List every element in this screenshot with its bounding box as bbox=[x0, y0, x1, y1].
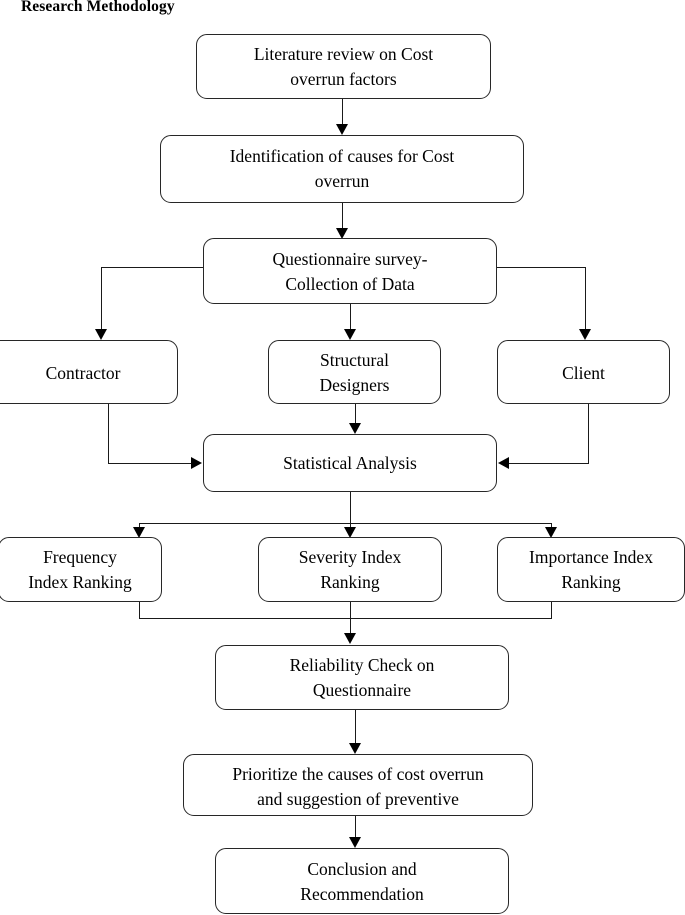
edge-client-to-analysis-arrowhead bbox=[498, 457, 509, 469]
edge-analysis-to-frequency-vertical bbox=[139, 523, 140, 530]
edge-contractor-to-analysis-vertical bbox=[108, 404, 109, 463]
node-identification-label: Identification of causes for Cost overru… bbox=[229, 146, 455, 191]
edge-questionnaire-to-contractor-arrowhead bbox=[95, 329, 107, 340]
node-reliability-check[interactable]: Reliability Check on Questionnaire bbox=[215, 645, 509, 710]
edge-analysis-to-severity-arrowhead bbox=[344, 527, 356, 538]
node-statistical-analysis-label: Statistical Analysis bbox=[283, 453, 417, 473]
node-contractor[interactable]: Contractor bbox=[0, 340, 178, 404]
node-identification[interactable]: Identification of causes for Cost overru… bbox=[160, 135, 524, 203]
edge-analysis-to-severity-vertical bbox=[350, 523, 351, 530]
edge-questionnaire-to-client-vertical bbox=[585, 267, 586, 331]
edge-questionnaire-to-designers-vertical bbox=[350, 304, 351, 332]
edge-rankings-to-reliability-arrowhead bbox=[344, 633, 356, 644]
edge-analysis-to-importance-arrowhead bbox=[545, 527, 557, 538]
edge-analysis-to-rankings-bus bbox=[139, 523, 552, 524]
edge-reliability-to-prioritize-arrowhead bbox=[349, 743, 361, 754]
node-conclusion[interactable]: Conclusion and Recommendation bbox=[215, 848, 509, 914]
node-severity-index[interactable]: Severity Index Ranking bbox=[258, 537, 442, 602]
edge-literature-to-identification-arrowhead bbox=[336, 124, 348, 135]
edge-identification-to-questionnaire-arrowhead bbox=[336, 228, 348, 239]
node-frequency-index[interactable]: Frequency Index Ranking bbox=[0, 537, 162, 602]
edge-contractor-to-analysis-arrowhead bbox=[191, 457, 202, 469]
edge-frequency-to-reliability-vertical bbox=[139, 602, 140, 619]
edge-client-to-analysis-horizontal bbox=[509, 463, 589, 464]
edge-prioritize-to-conclusion-arrowhead bbox=[349, 837, 361, 848]
edge-rankings-merge-bus bbox=[139, 618, 552, 619]
edge-prioritize-to-conclusion bbox=[355, 816, 356, 840]
edge-importance-to-reliability-vertical bbox=[551, 602, 552, 619]
node-statistical-analysis[interactable]: Statistical Analysis bbox=[203, 434, 497, 492]
node-importance-index[interactable]: Importance Index Ranking bbox=[497, 537, 685, 602]
edge-analysis-to-importance-vertical bbox=[551, 523, 552, 530]
page-title: Research Methodology bbox=[21, 0, 175, 15]
edge-designers-to-analysis-arrowhead bbox=[349, 423, 361, 434]
node-literature-review-label: Literature review on Cost overrun factor… bbox=[253, 44, 434, 89]
node-reliability-check-label: Reliability Check on Questionnaire bbox=[289, 655, 435, 700]
node-conclusion-label: Conclusion and Recommendation bbox=[300, 859, 424, 904]
edge-literature-to-identification bbox=[342, 99, 343, 126]
edge-client-to-analysis-vertical bbox=[588, 404, 589, 463]
node-frequency-index-label: Frequency Index Ranking bbox=[28, 547, 132, 592]
edge-contractor-to-analysis-horizontal bbox=[108, 463, 192, 464]
node-client-label: Client bbox=[562, 363, 605, 383]
edge-questionnaire-to-contractor-horizontal bbox=[101, 267, 205, 268]
edge-identification-to-questionnaire bbox=[342, 203, 343, 230]
edge-analysis-to-frequency-arrowhead bbox=[133, 527, 145, 538]
edge-analysis-to-rankings-stem bbox=[350, 492, 351, 524]
node-contractor-label: Contractor bbox=[45, 363, 121, 383]
edge-questionnaire-to-designers-arrowhead bbox=[344, 329, 356, 340]
node-questionnaire-label: Questionnaire survey- Collection of Data bbox=[272, 249, 428, 294]
edge-questionnaire-to-contractor-vertical bbox=[101, 267, 102, 331]
node-severity-index-label: Severity Index Ranking bbox=[298, 547, 402, 592]
edge-designers-to-analysis-vertical bbox=[355, 404, 356, 425]
node-prioritize[interactable]: Prioritize the causes of cost overrun an… bbox=[183, 754, 533, 816]
node-client[interactable]: Client bbox=[497, 340, 670, 404]
edge-rankings-to-reliability-stem bbox=[350, 602, 351, 635]
node-prioritize-label: Prioritize the causes of cost overrun an… bbox=[232, 764, 484, 809]
node-structural-designers-label: Structural Designers bbox=[319, 350, 390, 395]
node-literature-review[interactable]: Literature review on Cost overrun factor… bbox=[196, 34, 491, 99]
node-importance-index-label: Importance Index Ranking bbox=[529, 547, 653, 592]
edge-questionnaire-to-client-horizontal bbox=[496, 267, 586, 268]
node-structural-designers[interactable]: Structural Designers bbox=[268, 340, 441, 404]
edge-reliability-to-prioritize bbox=[355, 710, 356, 745]
node-questionnaire[interactable]: Questionnaire survey- Collection of Data bbox=[203, 238, 497, 304]
edge-questionnaire-to-client-arrowhead bbox=[579, 329, 591, 340]
